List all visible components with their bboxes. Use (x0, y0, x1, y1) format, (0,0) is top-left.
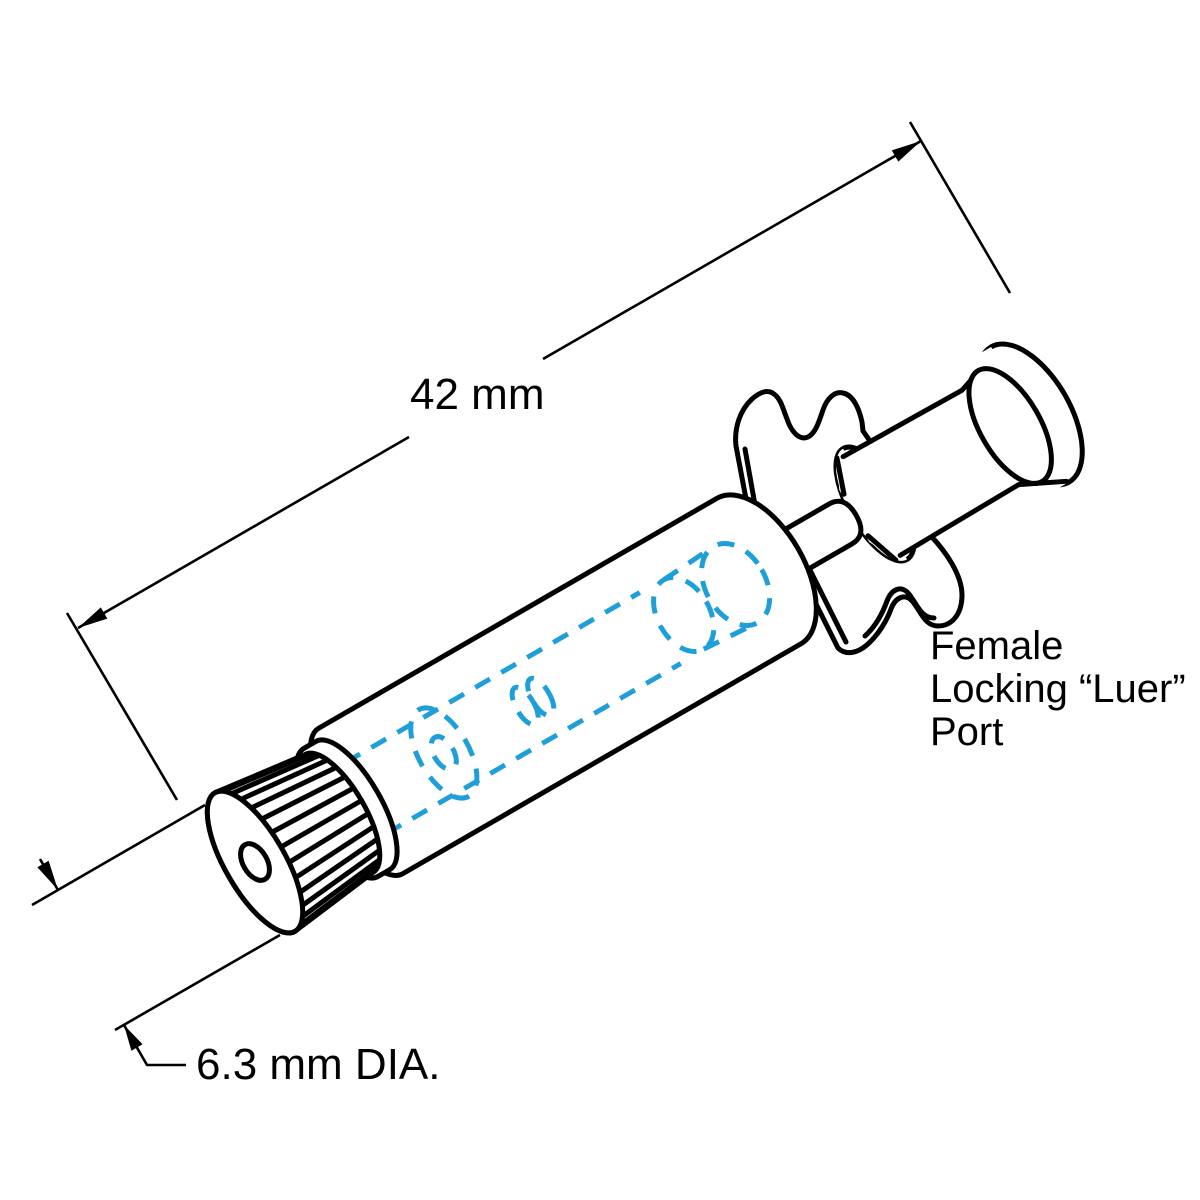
port-label-line3: Port (930, 710, 1003, 754)
arrowhead-bottom (124, 1025, 143, 1051)
port-label-line2: Locking “Luer” (930, 667, 1186, 711)
extension-line-bottom (114, 933, 281, 1032)
cone-edge-bottom (865, 533, 899, 563)
length-dimension-label: 42 mm (410, 370, 544, 419)
valve-ellipse-1 (509, 684, 541, 728)
port-silhouette-bottom (897, 478, 1069, 558)
extension-line-top (31, 803, 206, 907)
port-opening (966, 366, 1054, 486)
stopper-line-bottom (702, 620, 759, 652)
female-luer-port (833, 341, 1085, 564)
seat-ellipse (408, 705, 480, 801)
stopper-line-top (662, 544, 716, 582)
cone-mask (835, 448, 908, 561)
diameter-dimension-label: 6.3 mm DIA. (196, 1040, 441, 1089)
bore-line-bottom (385, 661, 683, 836)
cap-hole (238, 841, 272, 883)
tip-cap (204, 750, 383, 936)
syringe-assembly (204, 341, 1085, 936)
knurl-ribs (220, 750, 383, 928)
arrowhead-right (891, 141, 921, 162)
extension-line-right (908, 121, 1012, 294)
flange-thickness-edge-bottom (807, 567, 849, 645)
port-label-line1: Female (930, 624, 1063, 668)
bore-line-top (344, 590, 642, 765)
cone-fill (836, 457, 896, 561)
dimension-line-left-segment (77, 435, 410, 630)
dimension-diameter: 6.3 mm DIA. (31, 803, 441, 1089)
seat-inner-ellipse (428, 734, 459, 772)
port-annotation: Female Locking “Luer” Port (930, 624, 1186, 754)
valve-ellipse-2 (525, 675, 557, 719)
flange-thickness-edge-notch (862, 586, 937, 639)
extension-line-left (65, 612, 179, 801)
arrowhead-left (78, 607, 108, 628)
dimension-42mm: 42 mm (65, 121, 1012, 801)
stopper-back (699, 541, 773, 628)
dimension-line-right-segment (542, 139, 922, 361)
arrowhead-top (37, 860, 58, 890)
cone-edge-top (834, 455, 847, 497)
